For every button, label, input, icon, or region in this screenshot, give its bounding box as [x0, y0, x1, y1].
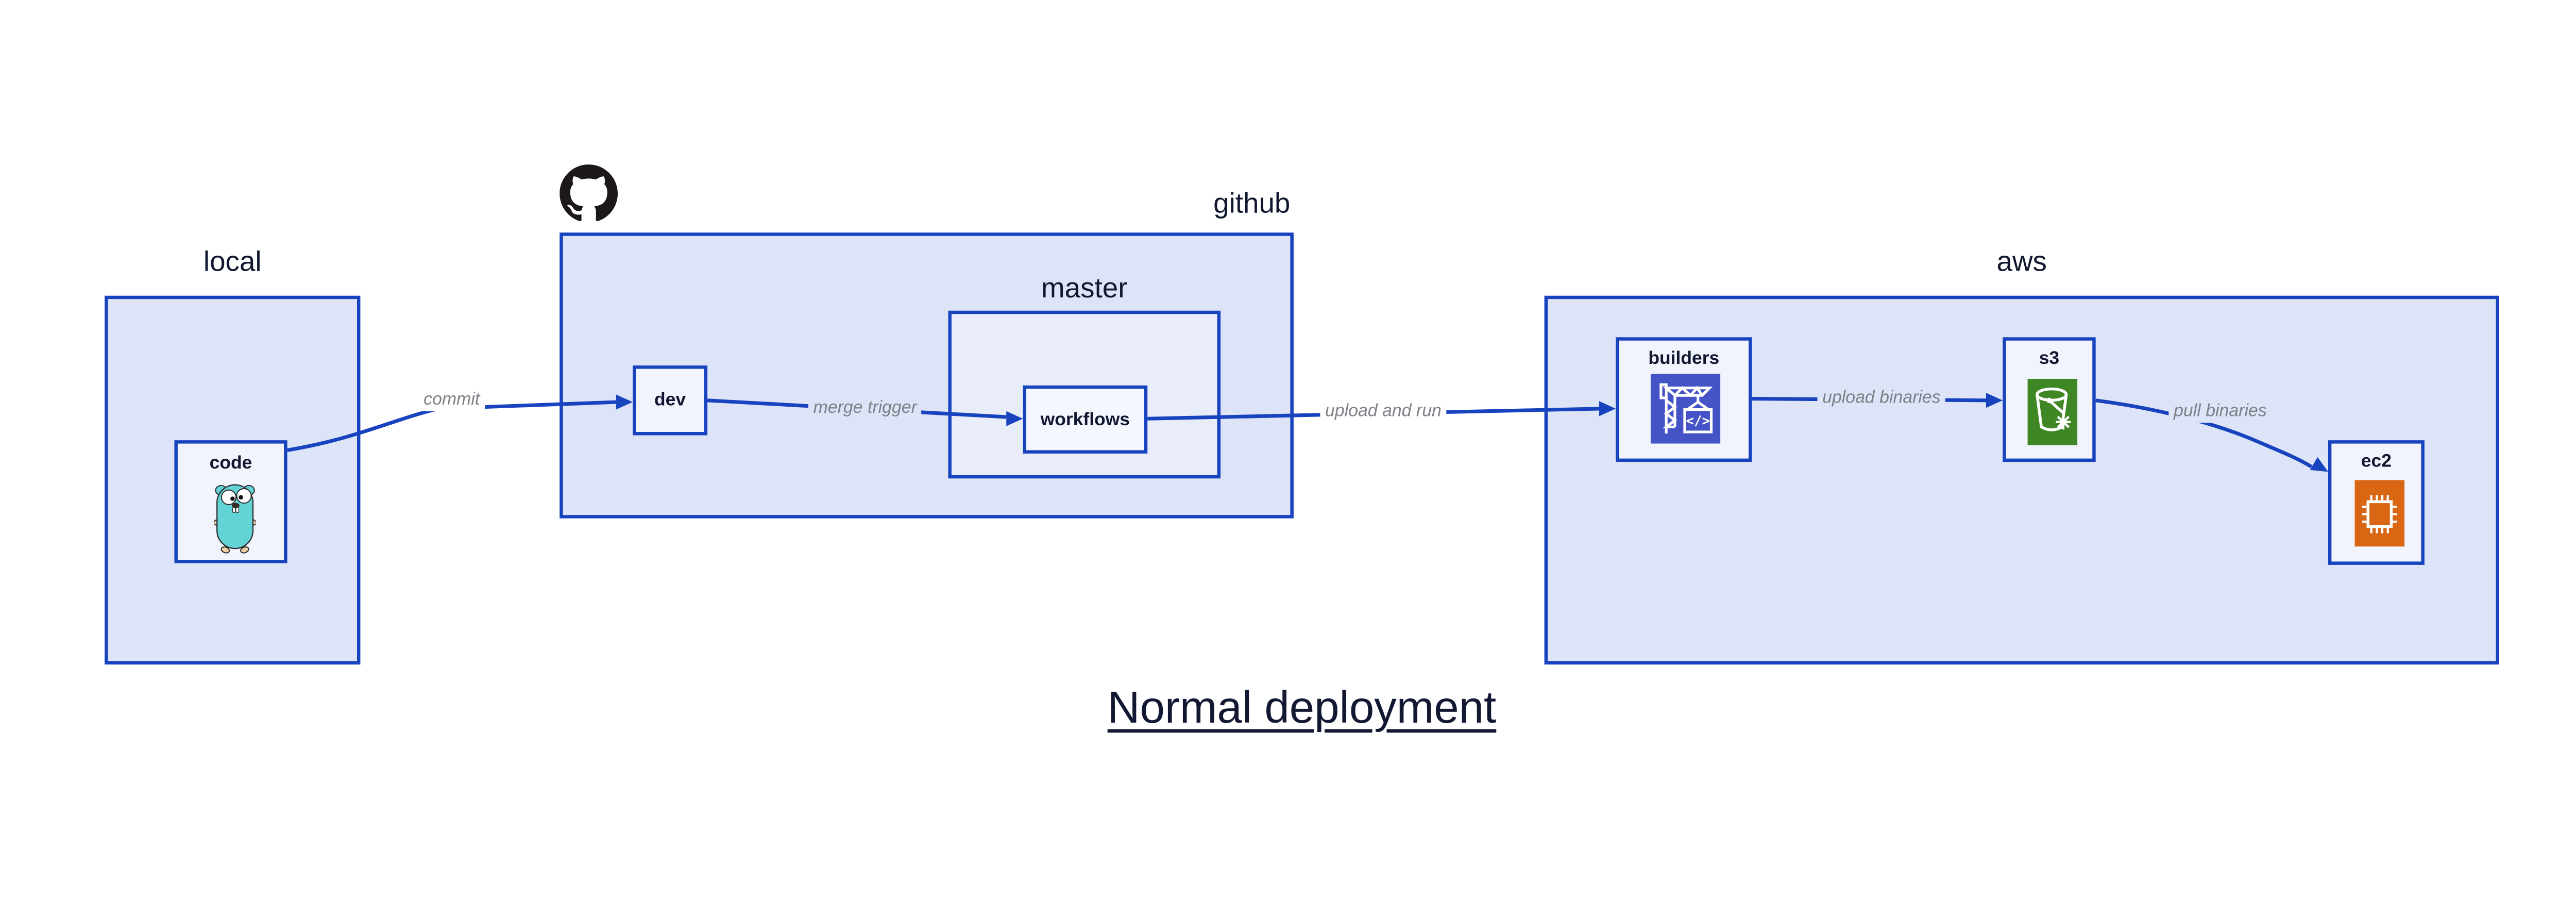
edge-label-upload-and-run: upload and run [1320, 401, 1447, 423]
node-s3: s3 [2003, 337, 2096, 462]
github-octocat-logo-icon [560, 164, 618, 222]
node-builders: builders </> [1616, 337, 1752, 462]
group-label-local: local [203, 246, 262, 278]
edge-label-commit: commit [418, 389, 485, 411]
node-ec2: ec2 [2328, 440, 2425, 565]
svg-text:</>: </> [1686, 413, 1710, 429]
node-label-s3: s3 [2039, 348, 2060, 369]
node-code: code [174, 440, 287, 563]
group-label-aws: aws [1996, 246, 2047, 278]
go-gopher-icon [214, 484, 256, 554]
ec2-chip-icon [2354, 480, 2405, 547]
node-label-builders: builders [1648, 348, 1720, 369]
edge-label-merge-trigger: merge trigger [808, 397, 922, 420]
codebuild-crane-icon: </> [1650, 374, 1721, 444]
s3-bucket-icon [2027, 378, 2078, 445]
node-dev: dev [633, 365, 708, 436]
node-label-ec2: ec2 [2361, 452, 2392, 472]
node-label-code: code [209, 453, 252, 474]
edge-label-upload-binaries: upload binaries [1817, 388, 1946, 410]
group-label-github: github [1213, 188, 1291, 220]
node-label-dev: dev [654, 390, 686, 411]
group-label-master: master [1041, 272, 1128, 304]
edge-label-pull-binaries: pull binaries [2168, 401, 2272, 423]
node-label-workflows: workflows [1040, 409, 1130, 430]
diagram-title: Normal deployment [1107, 682, 1497, 733]
node-workflows: workflows [1023, 385, 1148, 454]
